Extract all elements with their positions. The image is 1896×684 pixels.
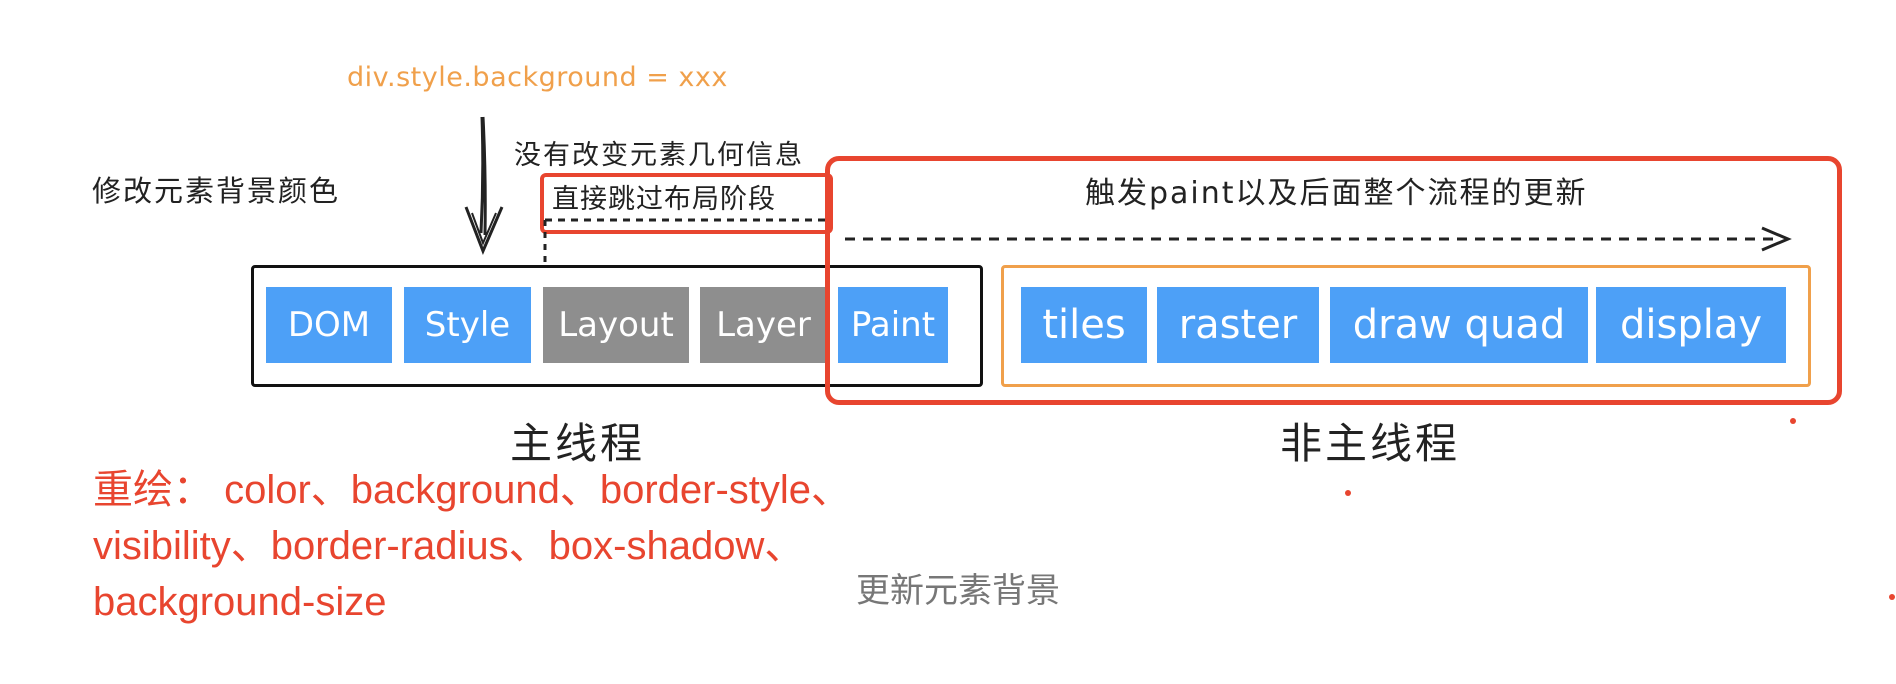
code-label: div.style.background = xxx	[347, 62, 728, 93]
skip-layout-note: 直接跳过布局阶段	[552, 184, 776, 215]
repaint-note-line2: visibility、border-radius、box-shadow、	[93, 524, 805, 568]
left-caption: 修改元素背景颜色	[92, 174, 341, 208]
repaint-note-line1: 重绘： color、background、border-style、	[93, 468, 852, 512]
stage-display: display	[1596, 287, 1786, 363]
paint-highlight-box	[825, 156, 1842, 405]
red-dot	[1790, 418, 1796, 424]
red-dot	[1889, 594, 1895, 600]
non-main-thread-box	[1001, 265, 1811, 387]
stage-raster: raster	[1157, 287, 1319, 363]
main-thread-box	[251, 265, 983, 387]
no-geometry-note: 没有改变元素几何信息	[514, 140, 804, 171]
trigger-note: 触发paint以及后面整个流程的更新	[1085, 176, 1588, 211]
stage-style: Style	[404, 287, 531, 363]
stage-draw-quad: draw quad	[1330, 287, 1588, 363]
skip-dashed-line	[543, 218, 825, 265]
down-arrow-icon	[464, 116, 504, 255]
repaint-note: 重绘： color、background、border-style、 visib…	[93, 462, 851, 630]
main-thread-label: 主线程	[510, 419, 646, 468]
stage-paint: Paint	[838, 287, 948, 363]
non-main-thread-label: 非主线程	[1280, 419, 1461, 468]
stage-dom: DOM	[266, 287, 392, 363]
dashed-arrow	[845, 226, 1792, 252]
overlay-caption: 更新元素背景	[856, 571, 1060, 611]
red-dot	[1345, 490, 1351, 496]
skip-layout-box	[540, 173, 833, 234]
stage-layer: Layer	[700, 287, 827, 363]
stage-tiles: tiles	[1021, 287, 1147, 363]
stage-layout: Layout	[543, 287, 689, 363]
repaint-note-line3: background-size	[93, 580, 387, 624]
